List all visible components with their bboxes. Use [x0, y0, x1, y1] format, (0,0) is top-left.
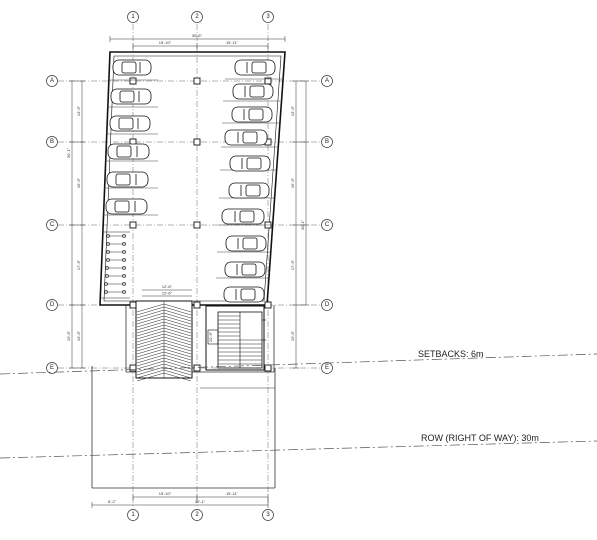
motorbike-icon — [105, 274, 126, 278]
grid-bubble-row-a-right: A — [321, 75, 333, 87]
grid-bubble-row-c-left: C — [46, 219, 58, 231]
dim-right-ab: 13'-6" — [290, 105, 295, 116]
grid-col-label: 2 — [195, 512, 199, 518]
left-dimensions — [69, 80, 85, 369]
motorbike-icon — [105, 266, 126, 270]
dim-bottom-overall: 30'-1" — [195, 499, 206, 504]
dim-left-cd: 17'-6" — [76, 259, 81, 270]
motorbike-icon — [104, 290, 126, 294]
grid-row-label: C — [325, 222, 330, 228]
dim-top-bay-left: 15'-10" — [159, 40, 172, 45]
dim-left-bc: 16'-6" — [76, 177, 81, 188]
dim-left-ab: 13'-6" — [76, 105, 81, 116]
bottom-dimensions — [91, 494, 269, 508]
grid-bubble-col-2-top: 2 — [191, 11, 203, 23]
motorbike-icon — [106, 258, 126, 262]
grid-row-label: D — [50, 302, 55, 308]
motorbike-parking — [101, 231, 130, 299]
grid-col-label: 2 — [195, 14, 199, 20]
dim-bottom-bay-left: 15'-10" — [159, 491, 172, 496]
dim-bottom-bay-right: 15'-11" — [226, 491, 239, 496]
car-icon — [109, 115, 151, 132]
setback-line — [0, 353, 597, 375]
car-icon — [107, 143, 150, 160]
dim-right-cd: 17'-6" — [290, 259, 295, 270]
dim-bottom-left-offset: 8'-2" — [108, 499, 117, 504]
setbacks-label: SETBACKS: 6m — [418, 349, 484, 359]
grid-row-label: E — [50, 365, 54, 371]
grid-bubble-col-3-bottom: 3 — [262, 509, 274, 521]
grid-bubble-row-d-right: D — [321, 299, 333, 311]
car-icon — [112, 59, 152, 76]
grid-bubble-row-e-left: E — [46, 362, 58, 374]
grid-bubble-col-1-bottom: 1 — [127, 509, 139, 521]
car-icon — [231, 106, 273, 123]
dim-left-de-outer: 10'-6" — [66, 330, 71, 341]
car-icon — [110, 88, 152, 105]
car-icon — [106, 171, 149, 188]
grid-row-label: E — [325, 365, 329, 371]
dim-top-bay-right: 15'-11" — [226, 40, 239, 45]
vehicle-ramp — [135, 300, 193, 382]
grid-bubble-row-e-right: E — [321, 362, 333, 374]
car-icon — [224, 261, 266, 278]
grid-bubble-col-1-top: 1 — [127, 11, 139, 23]
grid-row-label: B — [325, 139, 329, 145]
dim-ramp-width-a: 12'-6" — [162, 284, 173, 289]
grid-bubble-row-b-left: B — [46, 136, 58, 148]
dim-top-overall: 30'-6" — [192, 33, 203, 38]
motorbike-icon — [104, 282, 126, 286]
car-icon — [223, 286, 265, 303]
car-icon — [234, 59, 276, 76]
car-icon — [232, 83, 274, 100]
grid-row-label: C — [50, 222, 55, 228]
grid-bubble-row-d-left: D — [46, 299, 58, 311]
right-dimensions — [293, 80, 309, 369]
dim-left-de: 10'-6" — [76, 330, 81, 341]
motorbike-icon — [106, 250, 126, 254]
right-of-way-label: ROW (RIGHT OF WAY): 30m — [421, 433, 539, 443]
grid-bubble-row-a-left: A — [46, 75, 58, 87]
grid-row-label: A — [50, 78, 54, 84]
dim-right-bc: 16'-6" — [290, 177, 295, 188]
grid-column-lines — [132, 24, 269, 508]
car-icon — [228, 182, 270, 199]
dim-stair: 10'-6" — [208, 331, 213, 342]
top-dimensions — [109, 36, 286, 49]
stair-core — [205, 305, 266, 371]
parking-right — [221, 59, 276, 303]
dim-right-ac: 30'-1" — [300, 219, 305, 230]
grid-row-label: B — [50, 139, 54, 145]
grid-col-label: 3 — [266, 14, 270, 20]
ramp-dimensions — [142, 289, 192, 297]
grid-col-label: 1 — [131, 512, 135, 518]
grid-bubble-row-b-right: B — [321, 136, 333, 148]
grid-bubble-col-2-bottom: 2 — [191, 509, 203, 521]
car-icon — [225, 235, 267, 252]
grid-row-label: A — [325, 78, 329, 84]
motorbike-icon — [106, 234, 126, 238]
car-icon — [105, 198, 148, 215]
car-icon — [224, 129, 268, 146]
grid-bubble-col-3-top: 3 — [262, 11, 274, 23]
dim-left-ac: 30'-1" — [66, 147, 71, 158]
grid-bubble-row-c-right: C — [321, 219, 333, 231]
parking-left — [105, 59, 152, 215]
grid-row-label: D — [325, 302, 330, 308]
dim-right-de: 10'-6" — [290, 330, 295, 341]
grid-col-label: 1 — [131, 14, 135, 20]
grid-col-label: 3 — [266, 512, 270, 518]
car-icon — [221, 208, 265, 225]
dim-ramp-width-b: 12'-6" — [162, 291, 173, 296]
right-of-way-line — [0, 440, 597, 459]
motorbike-icon — [106, 242, 126, 246]
car-icon — [229, 155, 271, 172]
